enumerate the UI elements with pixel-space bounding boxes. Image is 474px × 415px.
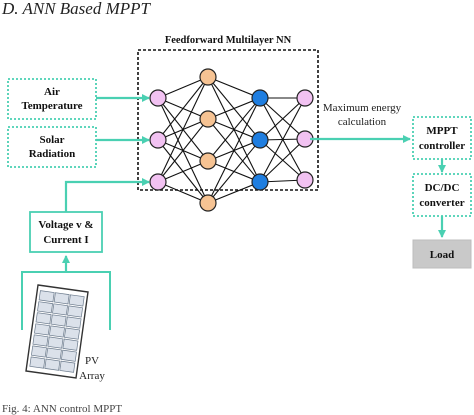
nn-edge-hidden2-2-output-0 bbox=[259, 97, 306, 183]
pv-cell bbox=[44, 358, 61, 371]
nn-edge-input-2-hidden1-2 bbox=[157, 160, 209, 183]
pv-cell bbox=[32, 334, 49, 347]
pv-cell bbox=[62, 338, 79, 351]
pv-cell bbox=[50, 314, 67, 327]
pv-cell bbox=[67, 305, 83, 318]
output-label-line-1: Maximum energy bbox=[323, 102, 402, 114]
pv-cell bbox=[29, 356, 46, 369]
nn-node-hidden1-0 bbox=[199, 68, 217, 86]
nn-node-hidden2-2 bbox=[251, 173, 269, 191]
pv-cell bbox=[61, 349, 77, 362]
dcdc-converter-line-1: DC/DC bbox=[425, 182, 460, 194]
pv-cell bbox=[37, 301, 53, 314]
mppt-controller-line-2: controller bbox=[419, 140, 465, 152]
nn-node-hidden1-1 bbox=[199, 110, 217, 128]
pv-cell bbox=[34, 323, 50, 336]
nn-node-output-0 bbox=[296, 89, 314, 107]
pv-cell bbox=[49, 325, 65, 338]
nn-edge-hidden1-3-hidden2-1 bbox=[207, 139, 261, 204]
nn-edge-input-2-hidden1-0 bbox=[157, 76, 209, 183]
pv-array-icon bbox=[25, 284, 89, 379]
nn-edge-hidden2-2-output-1 bbox=[259, 138, 306, 183]
nn-edge-hidden1-0-hidden2-0 bbox=[207, 76, 261, 99]
air-temperature-block: Air Temperature bbox=[7, 78, 97, 120]
solar-radiation-line-2: Radiation bbox=[29, 148, 75, 160]
nn-edge-hidden1-1-hidden2-0 bbox=[207, 97, 261, 120]
nn-connections bbox=[157, 76, 306, 204]
dcdc-converter-line-2: converter bbox=[419, 197, 464, 209]
solar-radiation-line-1: Solar bbox=[39, 134, 64, 146]
air-temperature-line-2: Temperature bbox=[21, 100, 82, 112]
nn-node-input-2 bbox=[149, 173, 167, 191]
nn-node-hidden1-3 bbox=[199, 194, 217, 212]
load-label: Load bbox=[430, 249, 454, 261]
voltage-current-line-2: Current I bbox=[43, 234, 88, 246]
nn-node-input-0 bbox=[149, 89, 167, 107]
nn-node-hidden2-0 bbox=[251, 89, 269, 107]
pv-cell bbox=[35, 312, 52, 325]
pv-cell bbox=[38, 290, 55, 303]
pv-cell bbox=[46, 347, 62, 360]
pv-label-line-2: Array bbox=[79, 370, 105, 382]
nn-edge-hidden2-1-output-0 bbox=[259, 97, 306, 141]
nn-node-hidden2-1 bbox=[251, 131, 269, 149]
section-title: D. ANN Based MPPT bbox=[1, 0, 152, 18]
nn-edge-input-2-hidden1-3 bbox=[157, 181, 209, 204]
nn-edge-hidden1-3-hidden2-0 bbox=[207, 97, 261, 204]
pv-cell bbox=[68, 294, 85, 307]
solar-radiation-block: Solar Radiation bbox=[7, 126, 97, 168]
nn-edge-input-0-hidden1-0 bbox=[157, 76, 209, 99]
pv-cell bbox=[59, 360, 76, 373]
nn-edge-input-1-hidden1-0 bbox=[157, 76, 209, 141]
air-temperature-line-1: Air bbox=[44, 86, 60, 98]
nn-edge-input-2-hidden1-1 bbox=[157, 118, 209, 183]
nn-node-hidden1-2 bbox=[199, 152, 217, 170]
pv-cell bbox=[65, 316, 82, 329]
pv-cell bbox=[52, 303, 68, 316]
load-block: Load bbox=[412, 239, 472, 269]
mppt-controller-line-1: MPPT bbox=[426, 125, 458, 137]
nn-frame bbox=[137, 49, 319, 191]
voltage-current-block: Voltage v & Current I bbox=[29, 211, 103, 253]
nn-edge-hidden1-2-hidden2-0 bbox=[207, 97, 261, 162]
output-label-line-2: calculation bbox=[338, 116, 387, 128]
dcdc-converter-block: DC/DC converter bbox=[412, 173, 472, 217]
mppt-controller-block: MPPT controller bbox=[412, 116, 472, 160]
nn-nodes bbox=[149, 68, 314, 212]
nn-title: Feedforward Multilayer NN bbox=[165, 35, 292, 46]
voltage-current-arrow bbox=[64, 178, 150, 212]
nn-edge-hidden1-3-hidden2-2 bbox=[207, 181, 261, 204]
pv-cell bbox=[47, 336, 64, 349]
pv-cell bbox=[53, 292, 70, 305]
pv-cell bbox=[64, 327, 80, 340]
nn-node-input-1 bbox=[149, 131, 167, 149]
voltage-current-line-1: Voltage v & bbox=[38, 219, 93, 231]
pv-cell bbox=[31, 345, 47, 358]
pv-label-line-1: PV bbox=[85, 355, 99, 367]
nn-node-output-2 bbox=[296, 171, 314, 189]
figure-caption: Fig. 4: ANN control MPPT bbox=[2, 403, 122, 415]
